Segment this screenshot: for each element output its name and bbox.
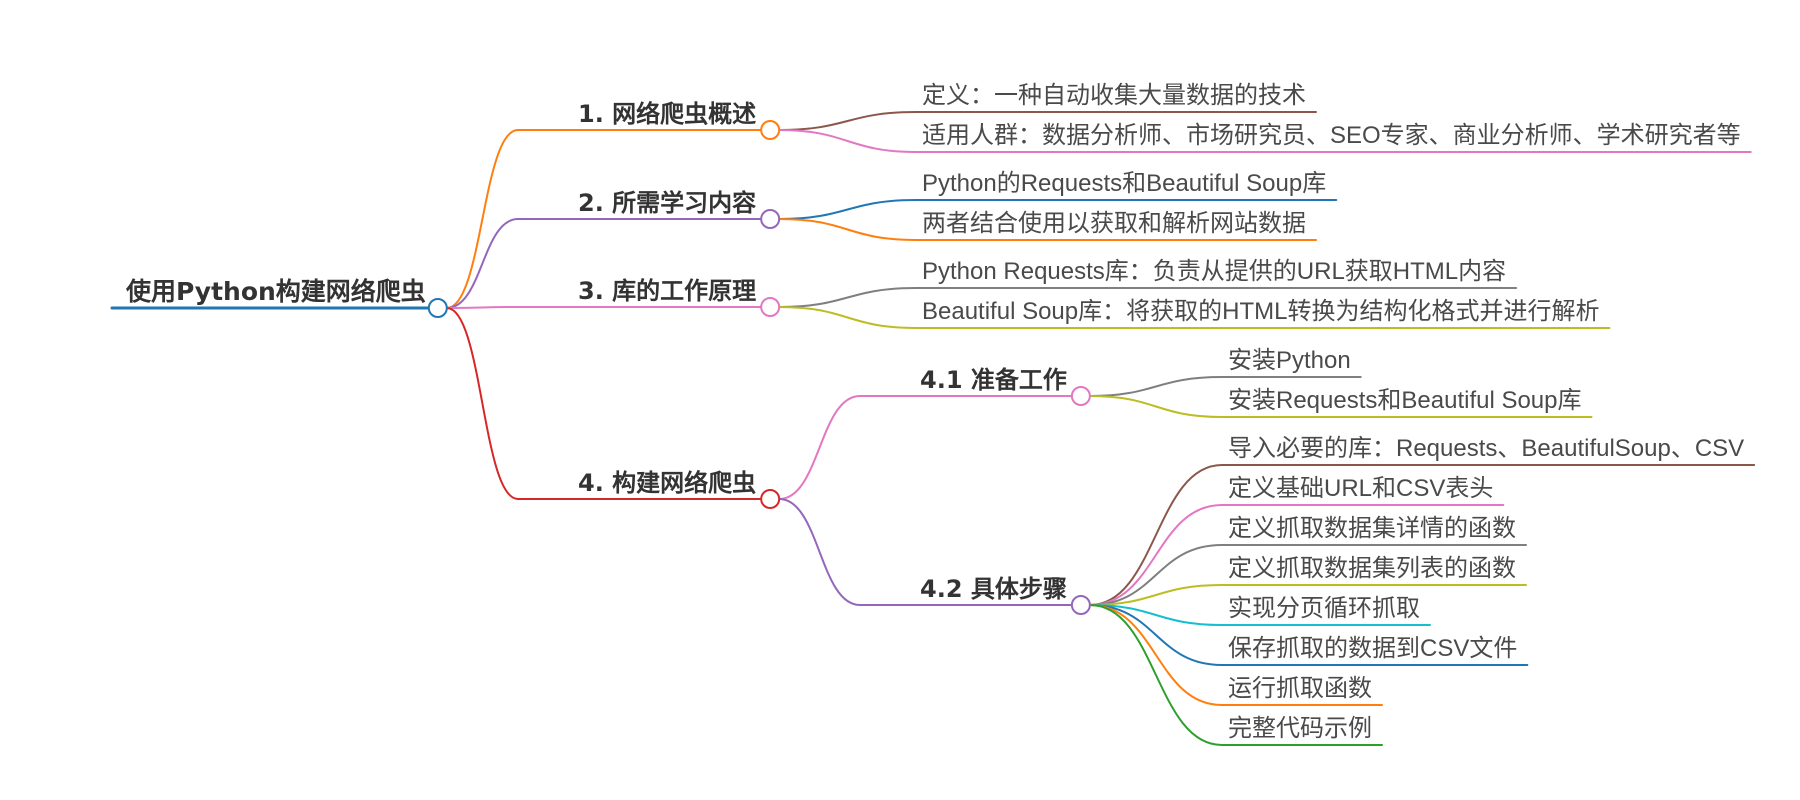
subleaf-1-connector-0 [1088,464,1223,606]
branch-learning-label[interactable]: 2. 所需学习内容 [578,189,757,217]
branch-principle-label[interactable]: 3. 库的工作原理 [578,277,757,305]
leaf-step-import[interactable]: 导入必要的库：Requests、BeautifulSoup、CSV [1228,435,1745,462]
leaf-principle-requests[interactable]: Python Requests库：负责从提供的URL获取HTML内容 [922,258,1507,285]
subleaf-1-connector-6 [1088,604,1223,706]
leaf-learning-combine[interactable]: 两者结合使用以获取和解析网站数据 [922,210,1306,237]
root-node-circle[interactable] [427,298,448,318]
branch-build-label[interactable]: 4. 构建网络爬虫 [578,469,757,497]
leaf-0-connector-0 [778,111,917,131]
leaf-prep-install-libs[interactable]: 安装Requests和Beautiful Soup库 [1228,387,1582,414]
leaf-1-connector-0 [778,199,917,220]
subleaf-0-connector-0 [1088,376,1223,397]
branch-node-circle-2[interactable] [760,297,781,317]
leaf-overview-audience[interactable]: 适用人群：数据分析师、市场研究员、SEO专家、商业分析师、学术研究者等 [922,122,1741,149]
branch-overview-label[interactable]: 1. 网络爬虫概述 [578,100,757,128]
subbranch-node-circle-1[interactable] [1070,595,1091,615]
branch-node-circle-0[interactable] [760,120,781,140]
leaf-prep-install-python[interactable]: 安装Python [1228,347,1351,374]
subleaf-1-connector-5 [1088,604,1223,666]
branch-connector-1 [445,218,519,309]
subleaf-1-connector-4 [1088,604,1223,626]
branch-connector-3 [445,307,519,500]
leaf-step-full-code[interactable]: 完整代码示例 [1228,715,1372,742]
subbranch-node-circle-0[interactable] [1070,386,1091,406]
leaf-step-define-url[interactable]: 定义基础URL和CSV表头 [1228,475,1494,502]
leaf-step-list-function[interactable]: 定义抓取数据集列表的函数 [1228,555,1516,582]
leaf-overview-definition[interactable]: 定义：一种自动收集大量数据的技术 [922,82,1306,109]
subleaf-0-connector-1 [1088,395,1223,418]
subbranch-steps-label[interactable]: 4.2 具体步骤 [920,575,1067,603]
subbranch-connector-0 [778,395,861,500]
leaf-step-save-csv[interactable]: 保存抓取的数据到CSV文件 [1228,635,1518,662]
subleaf-1-connector-2 [1088,544,1223,606]
branch-node-circle-3[interactable] [760,489,781,509]
leaf-step-detail-function[interactable]: 定义抓取数据集详情的函数 [1228,515,1516,542]
subleaf-1-connector-3 [1088,584,1223,606]
root-topic-label[interactable]: 使用Python构建网络爬虫 [126,277,426,306]
subleaf-1-connector-7 [1088,604,1223,746]
branch-connector-0 [445,129,519,309]
leaf-step-pagination[interactable]: 实现分页循环抓取 [1228,595,1420,622]
branch-connector-2 [445,306,519,309]
leaf-principle-soup[interactable]: Beautiful Soup库：将获取的HTML转换为结构化格式并进行解析 [922,298,1600,325]
subbranch-connector-1 [778,498,861,606]
leaf-step-run[interactable]: 运行抓取函数 [1228,675,1372,702]
subleaf-1-connector-1 [1088,504,1223,606]
leaf-1-connector-1 [778,218,917,241]
leaf-0-connector-1 [778,129,917,153]
leaf-2-connector-0 [778,287,917,308]
leaf-learning-libraries[interactable]: Python的Requests和Beautiful Soup库 [922,170,1327,197]
leaf-2-connector-1 [778,306,917,329]
branch-node-circle-1[interactable] [760,209,781,229]
subbranch-preparation-label[interactable]: 4.1 准备工作 [920,366,1067,394]
